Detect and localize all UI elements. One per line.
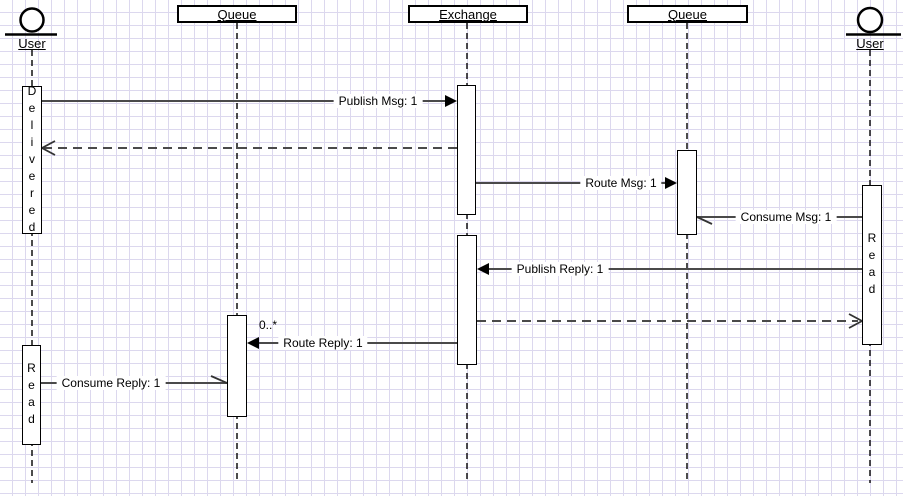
message-label-consume-reply[interactable]: Consume Reply: 1 [56, 376, 166, 390]
participant-exchange-label: Exchange [439, 6, 497, 22]
participant-queue-right-label: Queue [667, 6, 708, 22]
arrowhead-filled-right-icon [665, 177, 677, 189]
message-label-publish-reply[interactable]: Publish Reply: 1 [511, 262, 609, 276]
participant-exchange[interactable]: Exchange [408, 5, 528, 23]
arrowhead-filled-left-icon [477, 263, 489, 275]
activation-read-right-label: Read [865, 231, 879, 299]
message-label-publish-msg[interactable]: Publish Msg: 1 [333, 94, 423, 108]
arrowhead-filled-right-icon [445, 95, 457, 107]
message-label-route-msg[interactable]: Route Msg: 1 [580, 176, 662, 190]
arrowhead-open-left-icon [40, 140, 56, 156]
activation-exchange-2[interactable] [457, 235, 477, 365]
message-label-consume-msg[interactable]: Consume Msg: 1 [735, 210, 837, 224]
arrowhead-half-left-icon [696, 216, 713, 225]
arrowhead-half-right-icon [210, 375, 228, 384]
participant-queue-right[interactable]: Queue [627, 5, 748, 23]
actor-icon-user-right[interactable] [846, 6, 901, 36]
activation-user-left-read[interactable]: Read [22, 345, 41, 445]
actor-user-left-label[interactable]: User [18, 36, 46, 51]
participant-queue-left-label: Queue [217, 6, 257, 22]
participant-queue-left[interactable]: Queue [177, 5, 297, 23]
activation-exchange-1[interactable] [457, 85, 476, 215]
activation-queue-left[interactable] [227, 315, 247, 417]
message-label-route-reply[interactable]: Route Reply: 1 [278, 336, 368, 350]
activation-delivered-label: Delivered [25, 83, 39, 237]
activation-queue-right[interactable] [677, 150, 697, 235]
message-multiplicity-route-reply: 0..* [258, 318, 278, 332]
actor-user-right-label[interactable]: User [856, 36, 884, 51]
actor-icon-user-left[interactable] [5, 7, 57, 36]
activation-user-left-delivered[interactable]: Delivered [22, 83, 42, 237]
activation-read-left-label: Read [24, 361, 39, 429]
activation-user-right-read[interactable]: Read [862, 185, 882, 345]
arrowhead-filled-left-icon [247, 337, 259, 349]
